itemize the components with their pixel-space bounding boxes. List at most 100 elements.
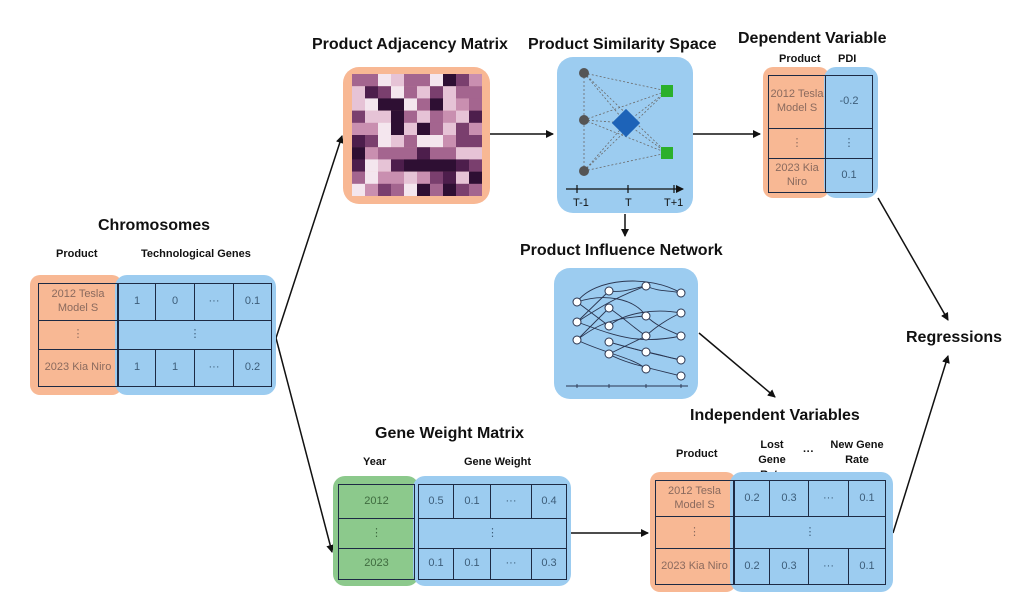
network-node: [641, 281, 651, 291]
heatmap-cell: [430, 147, 444, 160]
gene-weight-year-row-1: 2012: [338, 484, 415, 519]
dependent-pdi-row-1: -0.2: [825, 75, 873, 129]
heatmap-cell: [352, 86, 366, 99]
heatmap-cell: [365, 135, 379, 148]
heatmap-cell: [417, 86, 431, 99]
chromosomes-gene-cell: 1: [155, 349, 195, 387]
influence-network: [566, 280, 688, 388]
network-node: [641, 347, 651, 357]
heatmap-cell: [443, 74, 457, 87]
heatmap-cell: [417, 183, 431, 196]
network-node: [676, 331, 686, 341]
heatmap-cell: [443, 183, 457, 196]
independent-cell-ellipsis: ⋮: [734, 516, 886, 549]
heatmap-cell: [378, 74, 392, 87]
heatmap-cell: [391, 171, 405, 184]
arrow-independent-to-regressions: [892, 355, 950, 534]
gene-weight-cell: 0.4: [531, 484, 567, 519]
chromosomes-product-row-3: 2023 Kia Niro: [38, 349, 118, 387]
independent-product-row-3: 2023 Kia Niro: [655, 548, 734, 585]
independent-product-row-2: ⋮: [655, 516, 734, 549]
heatmap-cell: [352, 98, 366, 111]
heatmap-cell: [391, 147, 405, 160]
heatmap-cell: [365, 122, 379, 136]
network-node: [572, 317, 582, 327]
chromosomes-gene-cell: 0: [155, 283, 195, 321]
heatmap-cell: [417, 122, 431, 136]
heatmap-cell: [365, 86, 379, 99]
dependent-product-row-3: 2023 Kia Niro: [768, 158, 826, 193]
heatmap-cell: [430, 110, 444, 123]
heatmap-cell: [469, 183, 482, 196]
gene-weight-values-panel: [413, 476, 571, 586]
independent-values-panel: [730, 472, 893, 592]
chromosomes-gene-cell: ···: [194, 349, 234, 387]
heatmap-cell: [352, 74, 366, 87]
heatmap-cell: [365, 98, 379, 111]
heatmap-cell: [456, 147, 470, 160]
heatmap-cell: [443, 86, 457, 99]
heatmap-cell: [352, 135, 366, 148]
heatmap-cell: [404, 159, 418, 172]
heatmap-cell: [365, 110, 379, 123]
chromosomes-genes-panel: [115, 275, 276, 395]
similarity-diagram: [566, 68, 684, 193]
heatmap-cell: [417, 98, 431, 111]
node-circle: [579, 68, 589, 78]
node-diamond: [611, 108, 641, 138]
heatmap-cell: [469, 135, 482, 148]
chromosomes-genes-header: Technological Genes: [141, 248, 251, 260]
regressions-title: Regressions: [906, 329, 1003, 346]
network-node: [641, 364, 651, 374]
node-square: [661, 85, 673, 97]
dependent-title: Dependent Variable: [738, 30, 887, 47]
chromosomes-gene-cell: 0.2: [233, 349, 272, 387]
heatmap-cell: [404, 74, 418, 87]
adjacency-title: Product Adjacency Matrix: [312, 36, 508, 53]
heatmap-cell: [365, 159, 379, 172]
arrow-chromosomes-to-adjacency: [275, 135, 344, 339]
heatmap-cell: [469, 122, 482, 136]
independent-product-panel: [650, 472, 736, 592]
chromosomes-title: Chromosomes: [98, 217, 211, 234]
heatmap-cell: [417, 147, 431, 160]
node-circle: [579, 166, 589, 176]
heatmap-cell: [417, 171, 431, 184]
similarity-tick-label: T+1: [664, 197, 684, 209]
heatmap-cell: [430, 183, 444, 196]
heatmap-cell: [352, 183, 366, 196]
arrow-dependent-to-regressions: [877, 197, 949, 321]
heatmap-cell: [365, 171, 379, 184]
network-node: [604, 303, 614, 313]
gene-weight-cell-ellipsis: ⋮: [418, 518, 567, 549]
heatmap-cell: [378, 147, 392, 160]
heatmap-cell: [365, 183, 379, 196]
heatmap-cell: [404, 98, 418, 111]
heatmap-cell: [391, 159, 405, 172]
heatmap-cell: [391, 74, 405, 87]
heatmap-cell: [391, 86, 405, 99]
dependent-product-row-2: ⋮: [768, 128, 826, 159]
gene-weight-cell: ···: [490, 484, 532, 519]
independent-product-header: Product: [676, 448, 718, 460]
adjacency-heatmap: [352, 74, 482, 196]
heatmap-cell: [443, 135, 457, 148]
heatmap-cell: [378, 110, 392, 123]
independent-cell: 0.1: [848, 480, 886, 517]
network-node: [572, 335, 582, 345]
gene-weight-title: Gene Weight Matrix: [375, 425, 525, 442]
heatmap-cell: [469, 86, 482, 99]
heatmap-cell: [430, 74, 444, 87]
chromosomes-product-header: Product: [56, 248, 98, 260]
independent-cell: ···: [808, 548, 849, 585]
network-node: [604, 286, 614, 296]
independent-product-row-1: 2012 Tesla Model S: [655, 480, 734, 517]
similarity-tick-label: T-1: [573, 197, 589, 209]
heatmap-cell: [430, 171, 444, 184]
heatmap-cell: [404, 135, 418, 148]
dependent-pdi-header: PDI: [838, 53, 857, 65]
chromosomes-gene-cell: 1: [118, 349, 156, 387]
chromosomes-gene-cell: 0.1: [233, 283, 272, 321]
heatmap-cell: [469, 159, 482, 172]
